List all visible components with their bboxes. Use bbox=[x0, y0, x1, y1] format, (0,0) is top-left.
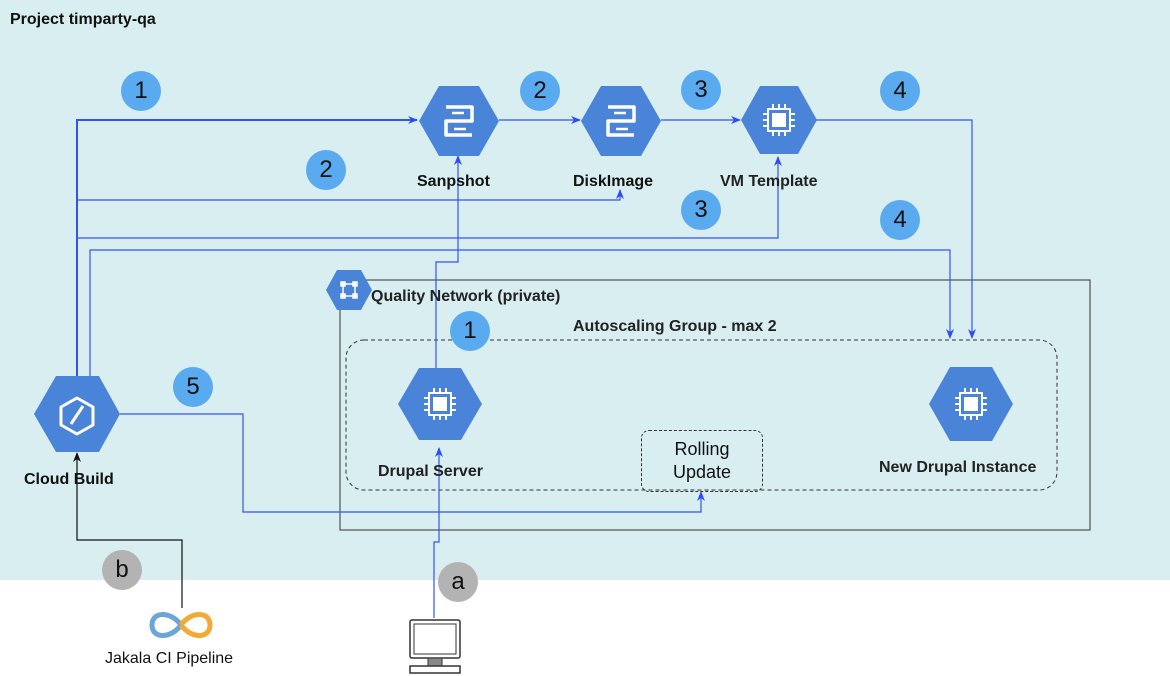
rolling-update-line1: Rolling bbox=[674, 439, 730, 459]
compute-chip-icon bbox=[424, 388, 456, 420]
network-icon bbox=[340, 281, 358, 299]
compute-chip-icon bbox=[763, 104, 795, 136]
new-drupal-node bbox=[929, 367, 1013, 441]
network-node bbox=[326, 270, 372, 310]
step-badge-b: b bbox=[102, 550, 142, 590]
drupal-server-label: Drupal Server bbox=[378, 463, 483, 480]
cloud-build-node bbox=[34, 376, 120, 452]
edge-cloudbuild-newdrupal bbox=[89, 249, 954, 378]
drupal-server-node bbox=[398, 368, 482, 440]
step-badge-5: 5 bbox=[173, 367, 213, 407]
step-badge-2-mid: 2 bbox=[306, 150, 346, 190]
disk-image-icon bbox=[444, 105, 474, 137]
edge-cloudbuild-vmtemplate bbox=[77, 156, 782, 239]
cloud-build-label: Cloud Build bbox=[24, 471, 114, 488]
edge-drupalserver-snapshot bbox=[435, 155, 462, 370]
step-badge-1-top: 1 bbox=[121, 71, 161, 111]
step-badge-2-top: 2 bbox=[520, 71, 560, 111]
network-label: Quality Network (private) bbox=[371, 288, 561, 305]
infinity-pipeline-icon bbox=[149, 612, 213, 638]
project-title: Project timparty-qa bbox=[10, 11, 156, 28]
cloud-build-icon bbox=[59, 396, 95, 436]
step-badge-3-mid: 3 bbox=[681, 190, 721, 230]
step-badge-3-top: 3 bbox=[681, 70, 721, 110]
edge-cloudbuild-rollingupdate bbox=[120, 413, 705, 513]
step-badge-4-mid: 4 bbox=[880, 200, 920, 240]
compute-chip-icon bbox=[955, 388, 987, 420]
vm-template-label: VM Template bbox=[720, 173, 818, 190]
edge-cloudbuild-snapshot bbox=[76, 116, 418, 378]
diskimage-node bbox=[581, 86, 661, 156]
project-background bbox=[0, 0, 1170, 580]
step-badge-a: a bbox=[438, 562, 478, 602]
snapshot-label: Sanpshot bbox=[417, 173, 490, 190]
autoscaling-group-boundary bbox=[345, 339, 1058, 491]
disk-image-icon bbox=[606, 105, 636, 137]
rolling-update-line2: Update bbox=[672, 462, 732, 482]
new-drupal-label: New Drupal Instance bbox=[879, 459, 1037, 476]
edge-cloudbuild-diskimage bbox=[77, 189, 624, 201]
edge-workstation-drupalserver bbox=[433, 447, 443, 618]
snapshot-node bbox=[419, 86, 499, 156]
step-badge-4-top: 4 bbox=[880, 71, 920, 111]
edge-vmtemplate-newdrupal bbox=[816, 119, 976, 339]
network-boundary bbox=[339, 279, 1091, 531]
diskimage-label: DiskImage bbox=[573, 173, 654, 190]
autoscaling-label: Autoscaling Group - max 2 bbox=[573, 318, 777, 335]
edge-jakala-cloudbuild bbox=[73, 452, 183, 608]
step-badge-1-network: 1 bbox=[450, 311, 490, 351]
monitor-icon bbox=[409, 619, 461, 674]
jakala-ci-label: Jakala CI Pipeline bbox=[105, 650, 234, 667]
vm-template-node bbox=[741, 86, 817, 154]
rolling-update-box: Rolling Update bbox=[641, 430, 763, 492]
